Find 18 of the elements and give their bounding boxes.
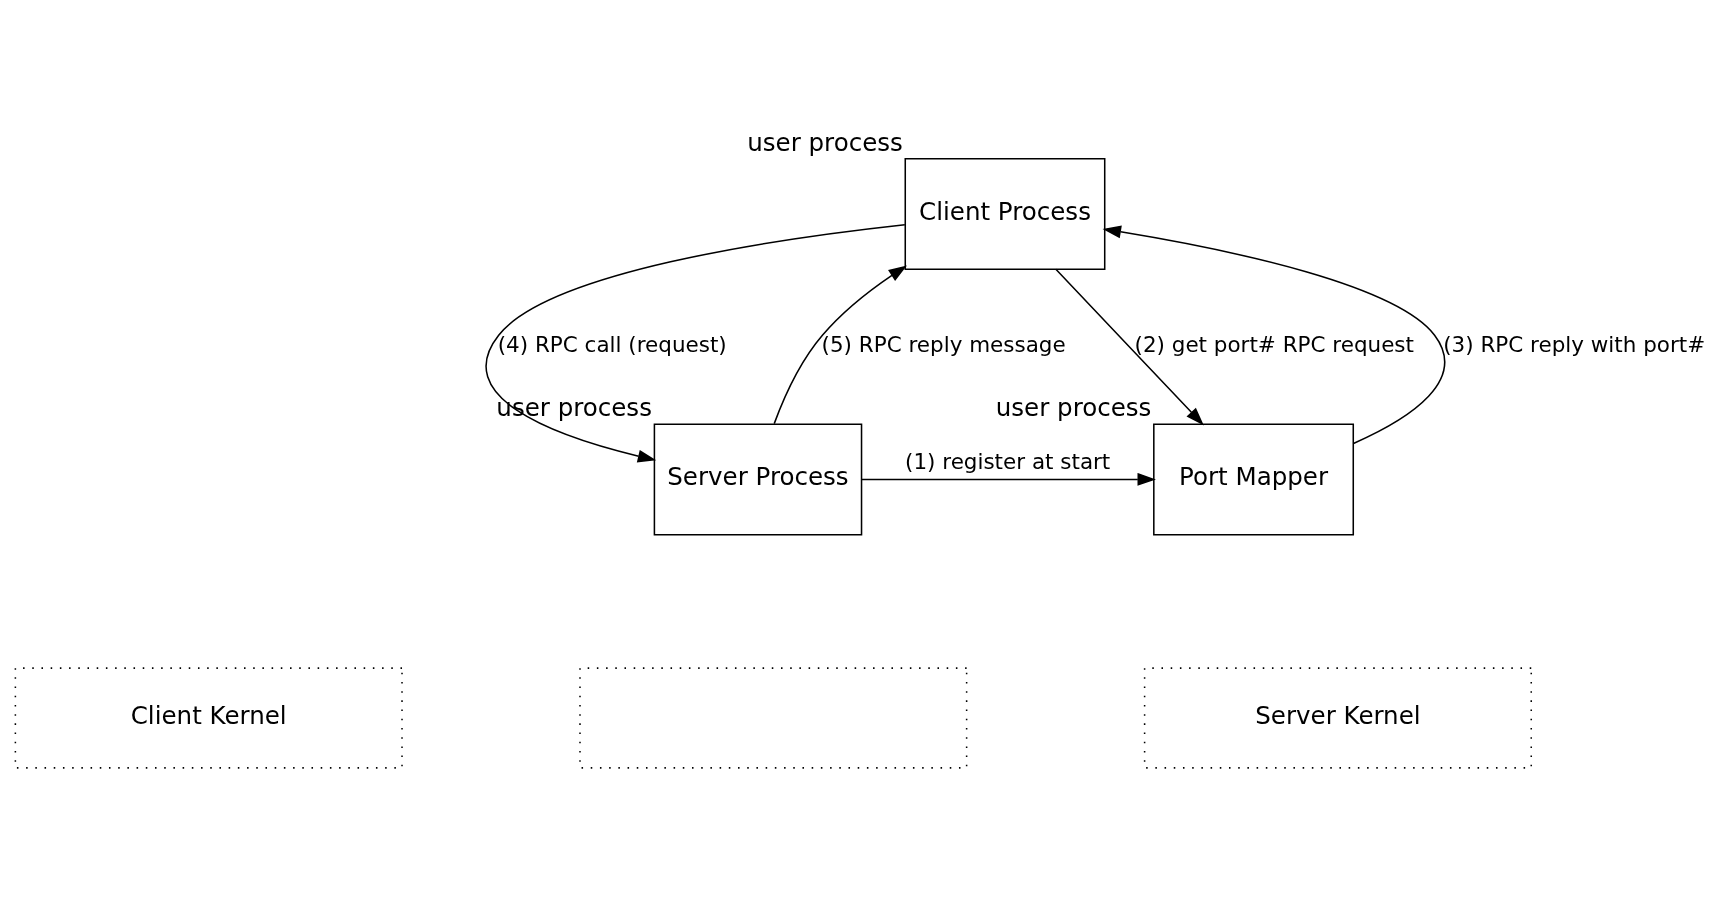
edge-label: (2) get port# RPC request bbox=[1134, 331, 1414, 357]
node-box: Server Process bbox=[653, 422, 863, 535]
edge-label: (5) RPC reply message bbox=[821, 331, 1066, 357]
node-label: user process bbox=[995, 392, 1152, 422]
node-box: Client Kernel bbox=[14, 666, 403, 769]
arrow bbox=[861, 472, 1156, 486]
node-box: Port Mapper bbox=[1153, 422, 1355, 535]
edge-label: (4) RPC call (request) bbox=[497, 331, 727, 357]
node-box: Server Kernel bbox=[1143, 666, 1532, 769]
arrow bbox=[773, 264, 907, 424]
node-box bbox=[579, 666, 968, 769]
node-box: Client Process bbox=[904, 157, 1106, 270]
arrow bbox=[485, 223, 906, 462]
node-label: user process bbox=[747, 127, 903, 157]
arrow bbox=[1055, 268, 1204, 425]
arrow bbox=[1102, 225, 1446, 444]
edge-label: (1) register at start bbox=[905, 448, 1111, 474]
edge-label: (3) RPC reply with port# bbox=[1443, 331, 1706, 357]
